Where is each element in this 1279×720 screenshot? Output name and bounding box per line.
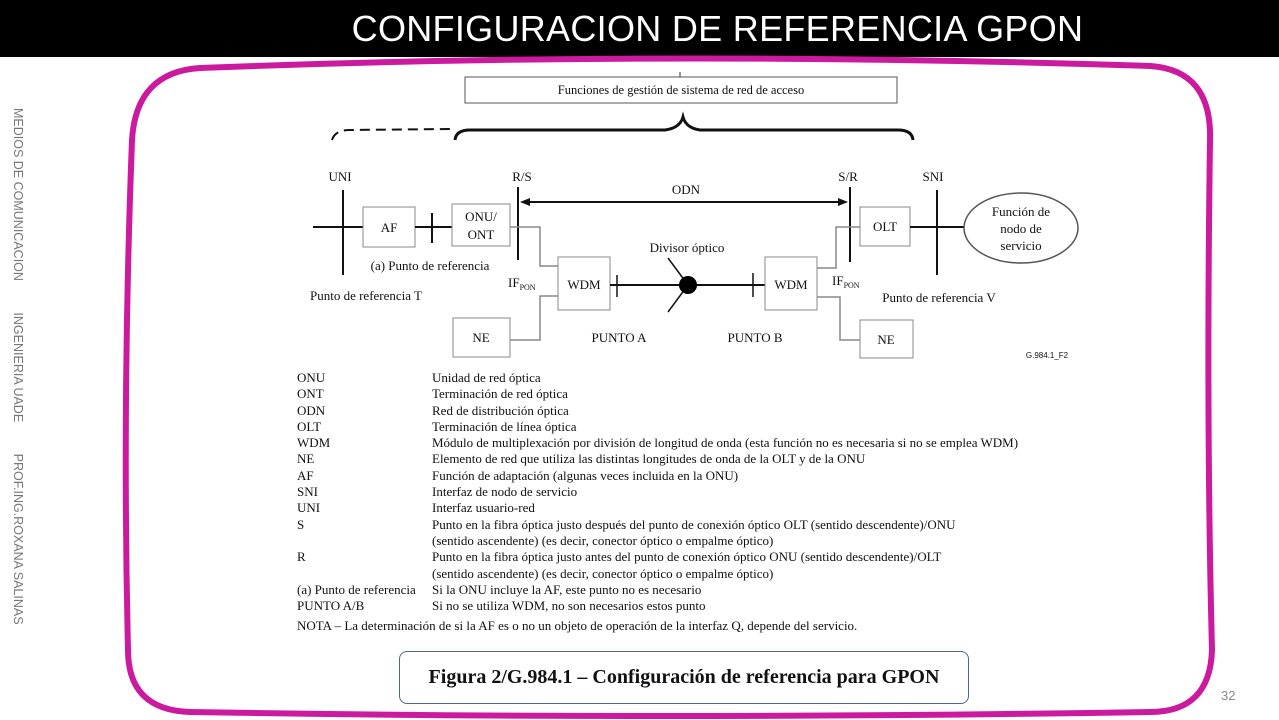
legend-description: Elemento de red que utiliza las distinta… — [432, 451, 866, 467]
legend-description: Terminación de línea óptica — [432, 418, 577, 434]
ref-t-label: Punto de referencia T — [310, 288, 422, 303]
decorative-frame — [122, 55, 1216, 719]
legend-term — [297, 566, 432, 582]
figure-caption: Figura 2/G.984.1 – Configuración de refe… — [399, 651, 969, 704]
af-box — [362, 206, 416, 248]
legend-description: Módulo de multiplexación por división de… — [432, 435, 1019, 451]
wdm-right-box — [764, 256, 818, 311]
legend-description: Terminación de red óptica — [432, 386, 568, 402]
title-bar — [0, 0, 1279, 57]
legend-row: ONU Unidad de red óptica — [297, 370, 1018, 386]
sni-label: SNI — [923, 169, 944, 184]
af-label: AF — [381, 220, 398, 235]
service-node-label-1: Función de — [992, 204, 1050, 219]
splitter-label: Divisor óptico — [650, 240, 725, 255]
service-node-label-2: nodo de — [1000, 221, 1042, 236]
legend-row: R Punto en la fibra óptica justo antes de… — [297, 549, 1018, 565]
page-number: 32 — [1221, 688, 1236, 703]
legend-row: WDM Módulo de multiplexación por división… — [297, 435, 1018, 451]
legend-term: PUNTO A/B — [297, 598, 365, 614]
legend-term: ONT — [297, 386, 324, 402]
legend-term: ODN — [297, 402, 326, 418]
legend-row: S Punto en la fibra óptica justo después … — [297, 517, 1018, 533]
management-box-label: Funciones de gestión de sistema de red d… — [558, 83, 804, 97]
legend-description: Red de distribución óptica — [432, 402, 569, 418]
legend-row: AF Función de adaptación (algunas veces i… — [297, 468, 1018, 484]
punto-b-label: PUNTO B — [727, 330, 782, 345]
ont-label: ONT — [468, 227, 495, 242]
onu-label: ONU/ — [465, 209, 497, 224]
legend-description: Si no se utiliza WDM, no son necesarios … — [432, 598, 706, 614]
legend-description: Interfaz usuario-red — [432, 500, 535, 516]
legend-term: SNI — [297, 484, 318, 500]
punto-a-label: PUNTO A — [591, 330, 647, 345]
ne-left-label: NE — [472, 330, 489, 345]
ifpon-right-label: IFPON — [832, 273, 860, 290]
ne-left-box — [452, 317, 511, 358]
wdm-right-label: WDM — [774, 277, 808, 292]
uni-label: UNI — [328, 169, 351, 184]
rs-label: R/S — [512, 169, 532, 184]
legend-term: ONU — [297, 370, 326, 385]
legend-term: UNI — [297, 500, 321, 516]
legend-description: Unidad de red óptica — [432, 370, 541, 385]
legend-term: OLT — [297, 418, 322, 434]
ne-right-label: NE — [877, 332, 894, 347]
note: NOTA – La determinación de si la AF es o… — [297, 618, 858, 633]
ifpon-left-label: IFPON — [508, 275, 536, 292]
splitter-node — [679, 276, 697, 294]
legend-description: Función de adaptación (algunas veces inc… — [432, 467, 739, 483]
dashed-brace — [331, 128, 451, 141]
wdm-left-label: WDM — [567, 277, 601, 292]
legend-term: R — [297, 549, 306, 565]
olt-box — [859, 206, 911, 247]
legend-term — [297, 533, 432, 549]
legend-description: Interfaz de nodo de servicio — [432, 484, 578, 500]
legend-description: Punto en la fibra óptica justo antes del… — [432, 549, 942, 565]
legend-term: S — [297, 516, 305, 532]
odn-label: ODN — [672, 182, 701, 197]
onu-ont-box — [451, 203, 511, 247]
legend-row: PUNTO A/B Si no se utiliza WDM, no son ne… — [297, 598, 1018, 614]
legend-row: NE Elemento de red que utiliza las distin… — [297, 451, 1018, 467]
legend-description: (sentido ascendente) (es decir, conector… — [432, 532, 774, 548]
slide-title: CONFIGURACION DE REFERENCIA GPON — [351, 8, 1084, 49]
legend-row: ODN Red de distribución óptica — [297, 403, 1018, 419]
service-node-ellipse — [963, 192, 1079, 264]
figure-id: G.984.1_F2 — [1026, 351, 1069, 360]
legend-term: (a) Punto de referencia — [297, 581, 416, 597]
legend-row: OLT Terminación de línea óptica — [297, 419, 1018, 435]
sr-label: S/R — [838, 169, 858, 184]
legend-term: WDM — [297, 435, 331, 451]
brace — [453, 111, 915, 141]
ne-right-box — [859, 319, 914, 359]
legend-description: (sentido ascendente) (es decir, conector… — [432, 565, 774, 581]
legend-term: NE — [297, 451, 315, 467]
olt-label: OLT — [873, 219, 897, 234]
legend-term: AF — [297, 467, 314, 483]
service-node-label-3: servicio — [1000, 238, 1041, 253]
legend-row: ONT Terminación de red óptica — [297, 386, 1018, 402]
legend-row: (sentido ascendente) (es decir, conector… — [297, 533, 1018, 549]
legend-row: UNI Interfaz usuario-red — [297, 500, 1018, 516]
legend-description: Punto en la fibra óptica justo después d… — [432, 516, 956, 532]
ref-a-label: (a) Punto de referencia — [371, 258, 490, 273]
ref-v-label: Punto de referencia V — [882, 290, 996, 305]
legend-row: (sentido ascendente) (es decir, conector… — [297, 566, 1018, 582]
legend-row: SNI Interfaz de nodo de servicio — [297, 484, 1018, 500]
legend-row: (a) Punto de referencia Si la ONU incluye… — [297, 582, 1018, 598]
management-box — [464, 76, 898, 104]
wdm-left-box — [557, 256, 611, 311]
legend-description: Si la ONU incluye la AF, este punto no e… — [432, 581, 702, 597]
